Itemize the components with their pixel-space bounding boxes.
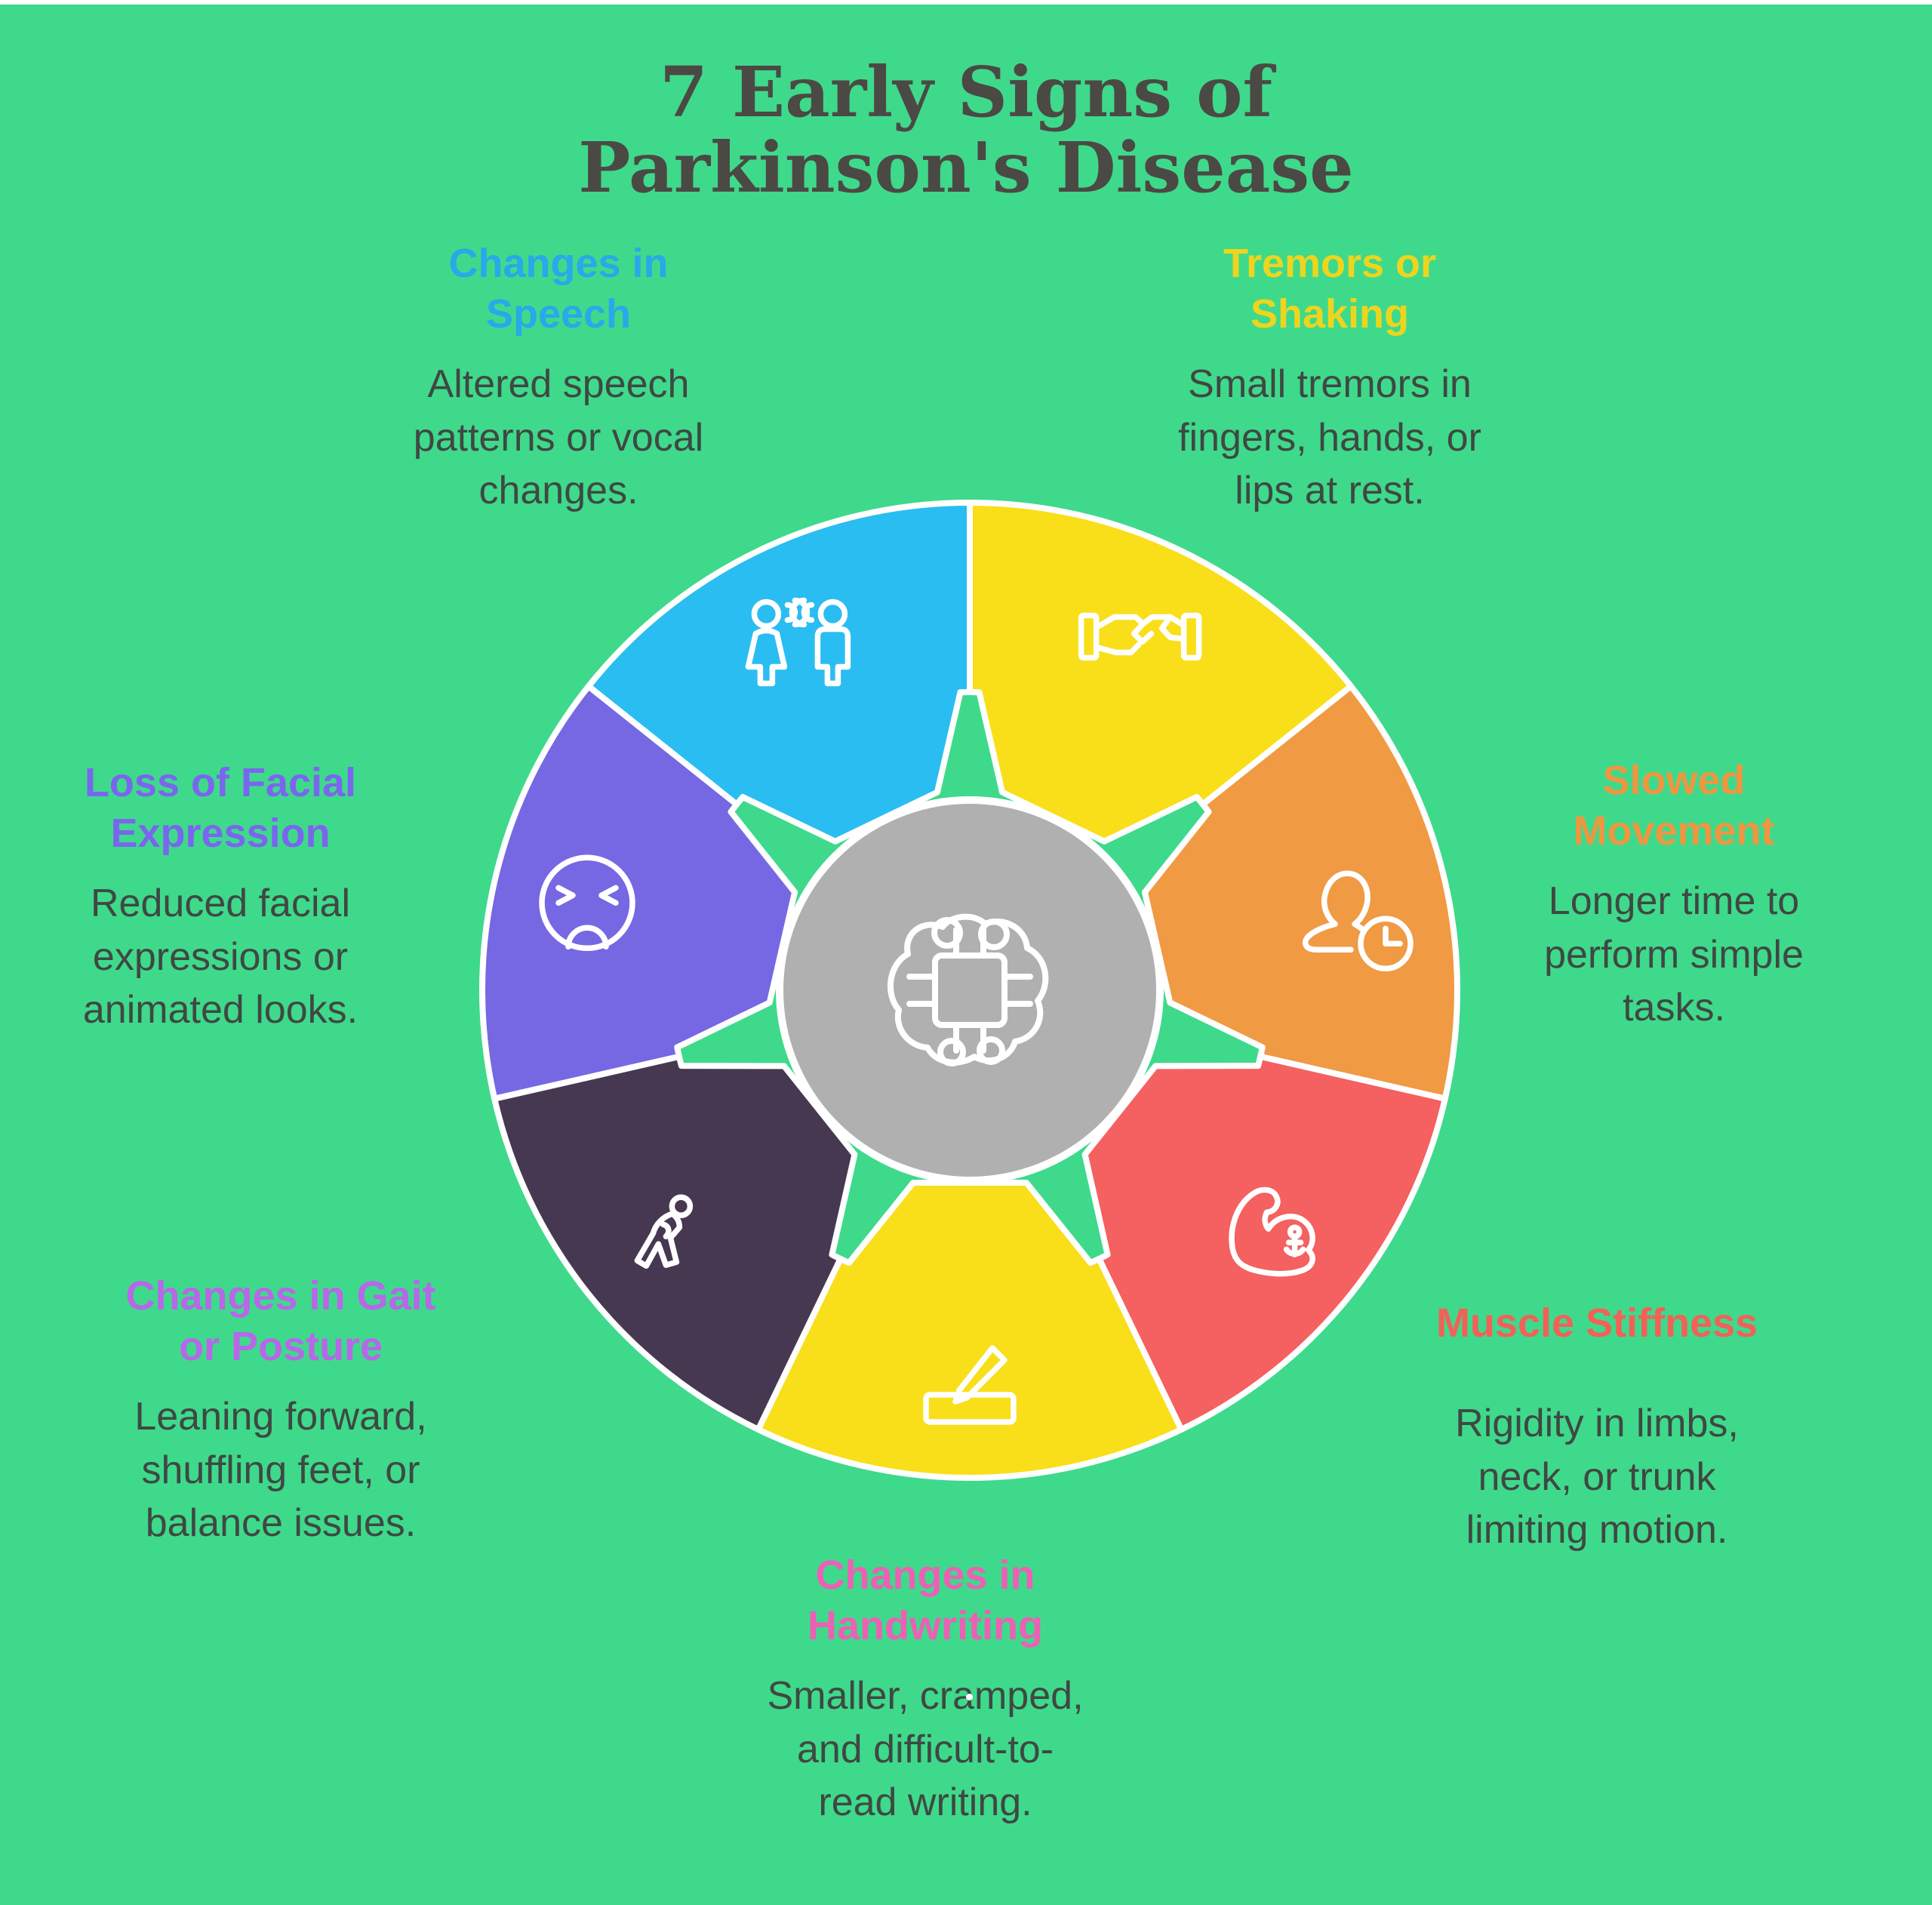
segment-changes-in-handwriting xyxy=(755,1180,1185,1481)
sign-block-handwriting: Changes in Handwriting Smaller, cramped,… xyxy=(706,1537,1144,1843)
sign-block-gait: Changes in Gait or Posture Leaning forwa… xyxy=(77,1257,485,1564)
sign-label-slowed-movement: Slowed Movement xyxy=(1573,758,1775,854)
stray-dot xyxy=(966,1694,973,1700)
segment-changes-in-speech xyxy=(585,500,973,845)
page-title: 7 Early Signs of Parkinson's Disease xyxy=(578,51,1354,208)
sign-description-slowed-movement: Longer time to perform simple tasks. xyxy=(1544,879,1804,1030)
sign-label-tremors: Tremors or Shaking xyxy=(1223,241,1437,337)
segment-slowed-movement xyxy=(1141,683,1461,1102)
sign-label-speech: Changes in Speech xyxy=(448,241,669,337)
sign-description-gait: Leaning forward, shuffling feet, or bala… xyxy=(134,1394,427,1546)
wheel-segments xyxy=(478,500,1461,1481)
sign-description-tremors: Small tremors in fingers, hands, or lips… xyxy=(1178,362,1481,513)
segment-tremors xyxy=(967,500,1355,845)
sign-description-handwriting: Smaller, cramped, and difficult-to- read… xyxy=(767,1673,1084,1825)
sign-label-handwriting: Changes in Handwriting xyxy=(808,1553,1043,1648)
sign-block-muscle-stiffness: Muscle Stiffness Rigidity in limbs, neck… xyxy=(1363,1285,1831,1571)
segment-muscle-stiffness xyxy=(1081,1053,1448,1433)
sign-label-facial-expression: Loss of Facial Expression xyxy=(84,760,357,856)
sign-block-speech: Changes in Speech Altered speech pattern… xyxy=(355,225,762,531)
sign-label-gait: Changes in Gait or Posture xyxy=(125,1273,436,1369)
sign-block-tremors: Tremors or Shaking Small tremors in fing… xyxy=(1118,225,1541,531)
top-border-strip xyxy=(0,0,1932,5)
center-circle xyxy=(776,796,1164,1184)
sign-block-slowed-movement: Slowed Movement Longer time to perform s… xyxy=(1489,742,1859,1048)
sign-description-facial-expression: Reduced facial expressions or animated l… xyxy=(82,881,358,1033)
sign-block-facial-expression: Loss of Facial Expression Reduced facial… xyxy=(32,744,409,1051)
sign-label-muscle-stiffness: Muscle Stiffness xyxy=(1435,1300,1758,1346)
sign-description-speech: Altered speech patterns or vocal changes… xyxy=(413,362,704,513)
sign-description-muscle-stiffness: Rigidity in limbs, neck, or trunk limiti… xyxy=(1455,1401,1739,1553)
